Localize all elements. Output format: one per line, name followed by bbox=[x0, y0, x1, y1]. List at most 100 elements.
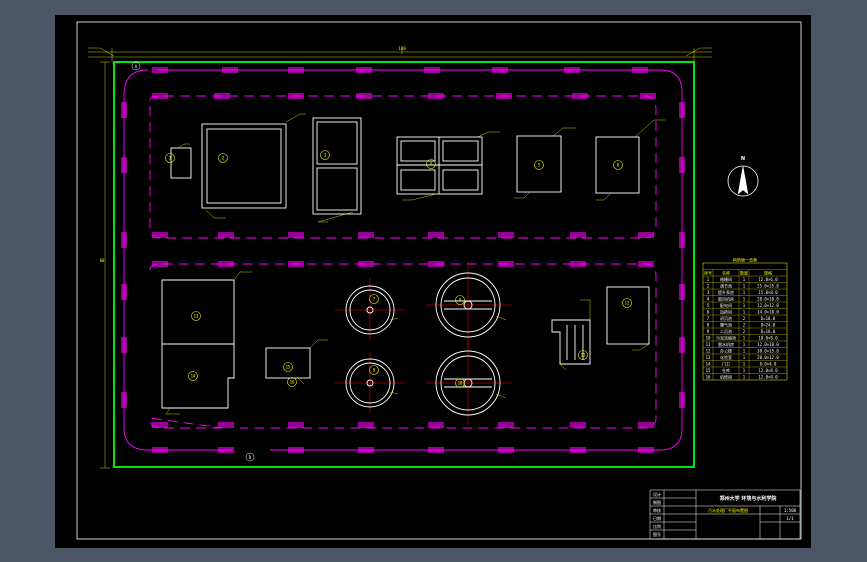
building-number-label: 1 bbox=[169, 156, 172, 161]
building-number-circle bbox=[455, 378, 465, 388]
building-number-circle bbox=[369, 365, 379, 375]
tank-8b bbox=[425, 340, 512, 426]
left-dimension bbox=[100, 61, 110, 469]
building-5 bbox=[516, 135, 562, 193]
greenery-hatch bbox=[288, 93, 304, 99]
building-number-circle bbox=[283, 362, 293, 372]
greenery-hatch bbox=[492, 67, 508, 73]
greenery-hatch bbox=[570, 422, 586, 428]
leader-lines bbox=[88, 47, 712, 415]
legend-cell: 8 bbox=[707, 322, 710, 327]
greenery-hatch bbox=[564, 67, 580, 73]
legend-cell: 4 bbox=[707, 296, 710, 301]
legend-cell: 5 bbox=[707, 303, 710, 308]
legend-cell: 10.0×8.0 bbox=[758, 335, 778, 340]
greenery-hatch bbox=[570, 261, 586, 267]
north-label: N bbox=[741, 156, 745, 162]
legend-cell: 1 bbox=[743, 296, 746, 301]
greenery-hatch bbox=[428, 447, 444, 453]
title-label-number: 图号 bbox=[653, 531, 661, 537]
legend-cell: 办公楼 bbox=[720, 347, 732, 353]
greenery-hatch bbox=[218, 447, 234, 453]
legend-cell: 机修间 bbox=[720, 373, 732, 379]
greenery-hatch bbox=[679, 232, 685, 248]
legend-cell: 1 bbox=[743, 348, 746, 353]
legend-cell: 12.0×6.0 bbox=[758, 277, 778, 282]
legend-cell: 12.0×10.0 bbox=[757, 342, 779, 347]
legend-cell: 2 bbox=[743, 322, 746, 327]
legend-cell: 配电间 bbox=[720, 302, 732, 308]
legend-cell: 2 bbox=[707, 283, 710, 288]
legend-cell: D=24.0 bbox=[761, 322, 776, 327]
greenery-hatch bbox=[358, 422, 374, 428]
greenery-hatch bbox=[358, 447, 374, 453]
building-group-top bbox=[170, 117, 640, 215]
greenery-hatch bbox=[218, 261, 234, 267]
legend-cell: 二沉池 bbox=[720, 328, 732, 334]
legend-cell: 30.0×15.0 bbox=[757, 348, 779, 353]
legend-cell: 14.0×10.0 bbox=[757, 309, 779, 314]
greenery-hatch bbox=[218, 232, 234, 238]
north-arrow bbox=[727, 165, 759, 197]
title-label-scale: 比例 bbox=[653, 523, 661, 529]
greenery-hatch bbox=[288, 447, 304, 453]
greenery-hatch bbox=[428, 422, 444, 428]
legend-cell: 15.0×8.0 bbox=[758, 290, 778, 295]
site-boundary bbox=[113, 61, 695, 468]
greenery-hatch bbox=[679, 157, 685, 173]
legend-title: 构筑物一览表 bbox=[733, 257, 757, 263]
greenery-hatch bbox=[638, 422, 654, 428]
legend-cell: 仓库 bbox=[722, 367, 730, 373]
legend-cell: 6 bbox=[707, 309, 710, 314]
legend-cell: D=18.0 bbox=[761, 316, 776, 321]
building-number-circle bbox=[218, 153, 228, 163]
building-1 bbox=[170, 147, 192, 179]
legend-cell: 门卫 bbox=[722, 360, 730, 366]
legend-cell: 6.0×4.0 bbox=[760, 361, 777, 366]
greenery-hatch bbox=[356, 67, 372, 73]
building-number-label: 3 bbox=[324, 153, 327, 158]
building-number-circle bbox=[191, 311, 201, 321]
greenery-hatch bbox=[121, 392, 127, 408]
greenery-hatch bbox=[356, 93, 372, 99]
greenery-hatch bbox=[679, 337, 685, 353]
legend-header-cell: 规格 bbox=[764, 269, 772, 275]
building-number-circle bbox=[534, 160, 544, 170]
legend-cell: 1 bbox=[743, 335, 746, 340]
legend-cell: 12.0×12.0 bbox=[757, 303, 779, 308]
left-dimension-value: 60 bbox=[100, 258, 105, 263]
greenery-hatch bbox=[638, 261, 654, 267]
circular-tanks bbox=[335, 262, 512, 426]
legend-cell: 1 bbox=[743, 309, 746, 314]
building-number-label: 14 bbox=[191, 374, 196, 379]
legend-cell: 2 bbox=[743, 316, 746, 321]
building-4-cell bbox=[400, 169, 436, 191]
legend-cell: 12 bbox=[706, 348, 711, 353]
legend-cell: 1 bbox=[743, 290, 746, 295]
drawing-frame bbox=[76, 21, 802, 540]
legend-cell: 初沉池 bbox=[720, 315, 732, 321]
building-number-label: 9 bbox=[459, 298, 462, 303]
legend-cell: D=18.0 bbox=[761, 329, 776, 334]
legend-cell: 鼓风机房 bbox=[718, 295, 734, 301]
building-2-outer bbox=[201, 123, 287, 209]
greenery-hatch bbox=[640, 93, 656, 99]
greenery-hatch bbox=[358, 232, 374, 238]
greenery-hatch bbox=[152, 93, 168, 99]
grid-circle-bottom bbox=[245, 452, 255, 462]
building-number-circle bbox=[578, 350, 588, 360]
legend-cell: 2 bbox=[743, 329, 746, 334]
building-number-circle bbox=[287, 377, 297, 387]
greenery-hatch bbox=[121, 102, 127, 118]
building-number-circle bbox=[426, 159, 436, 169]
legend-cell: 1 bbox=[743, 368, 746, 373]
building-4-outer bbox=[396, 136, 483, 195]
greenery-hatches bbox=[121, 67, 685, 453]
legend-cell: 1 bbox=[743, 361, 746, 366]
legend-cell: 1 bbox=[743, 374, 746, 379]
title-scale: 1:500 bbox=[784, 508, 797, 513]
legend-cell: 10 bbox=[706, 335, 711, 340]
